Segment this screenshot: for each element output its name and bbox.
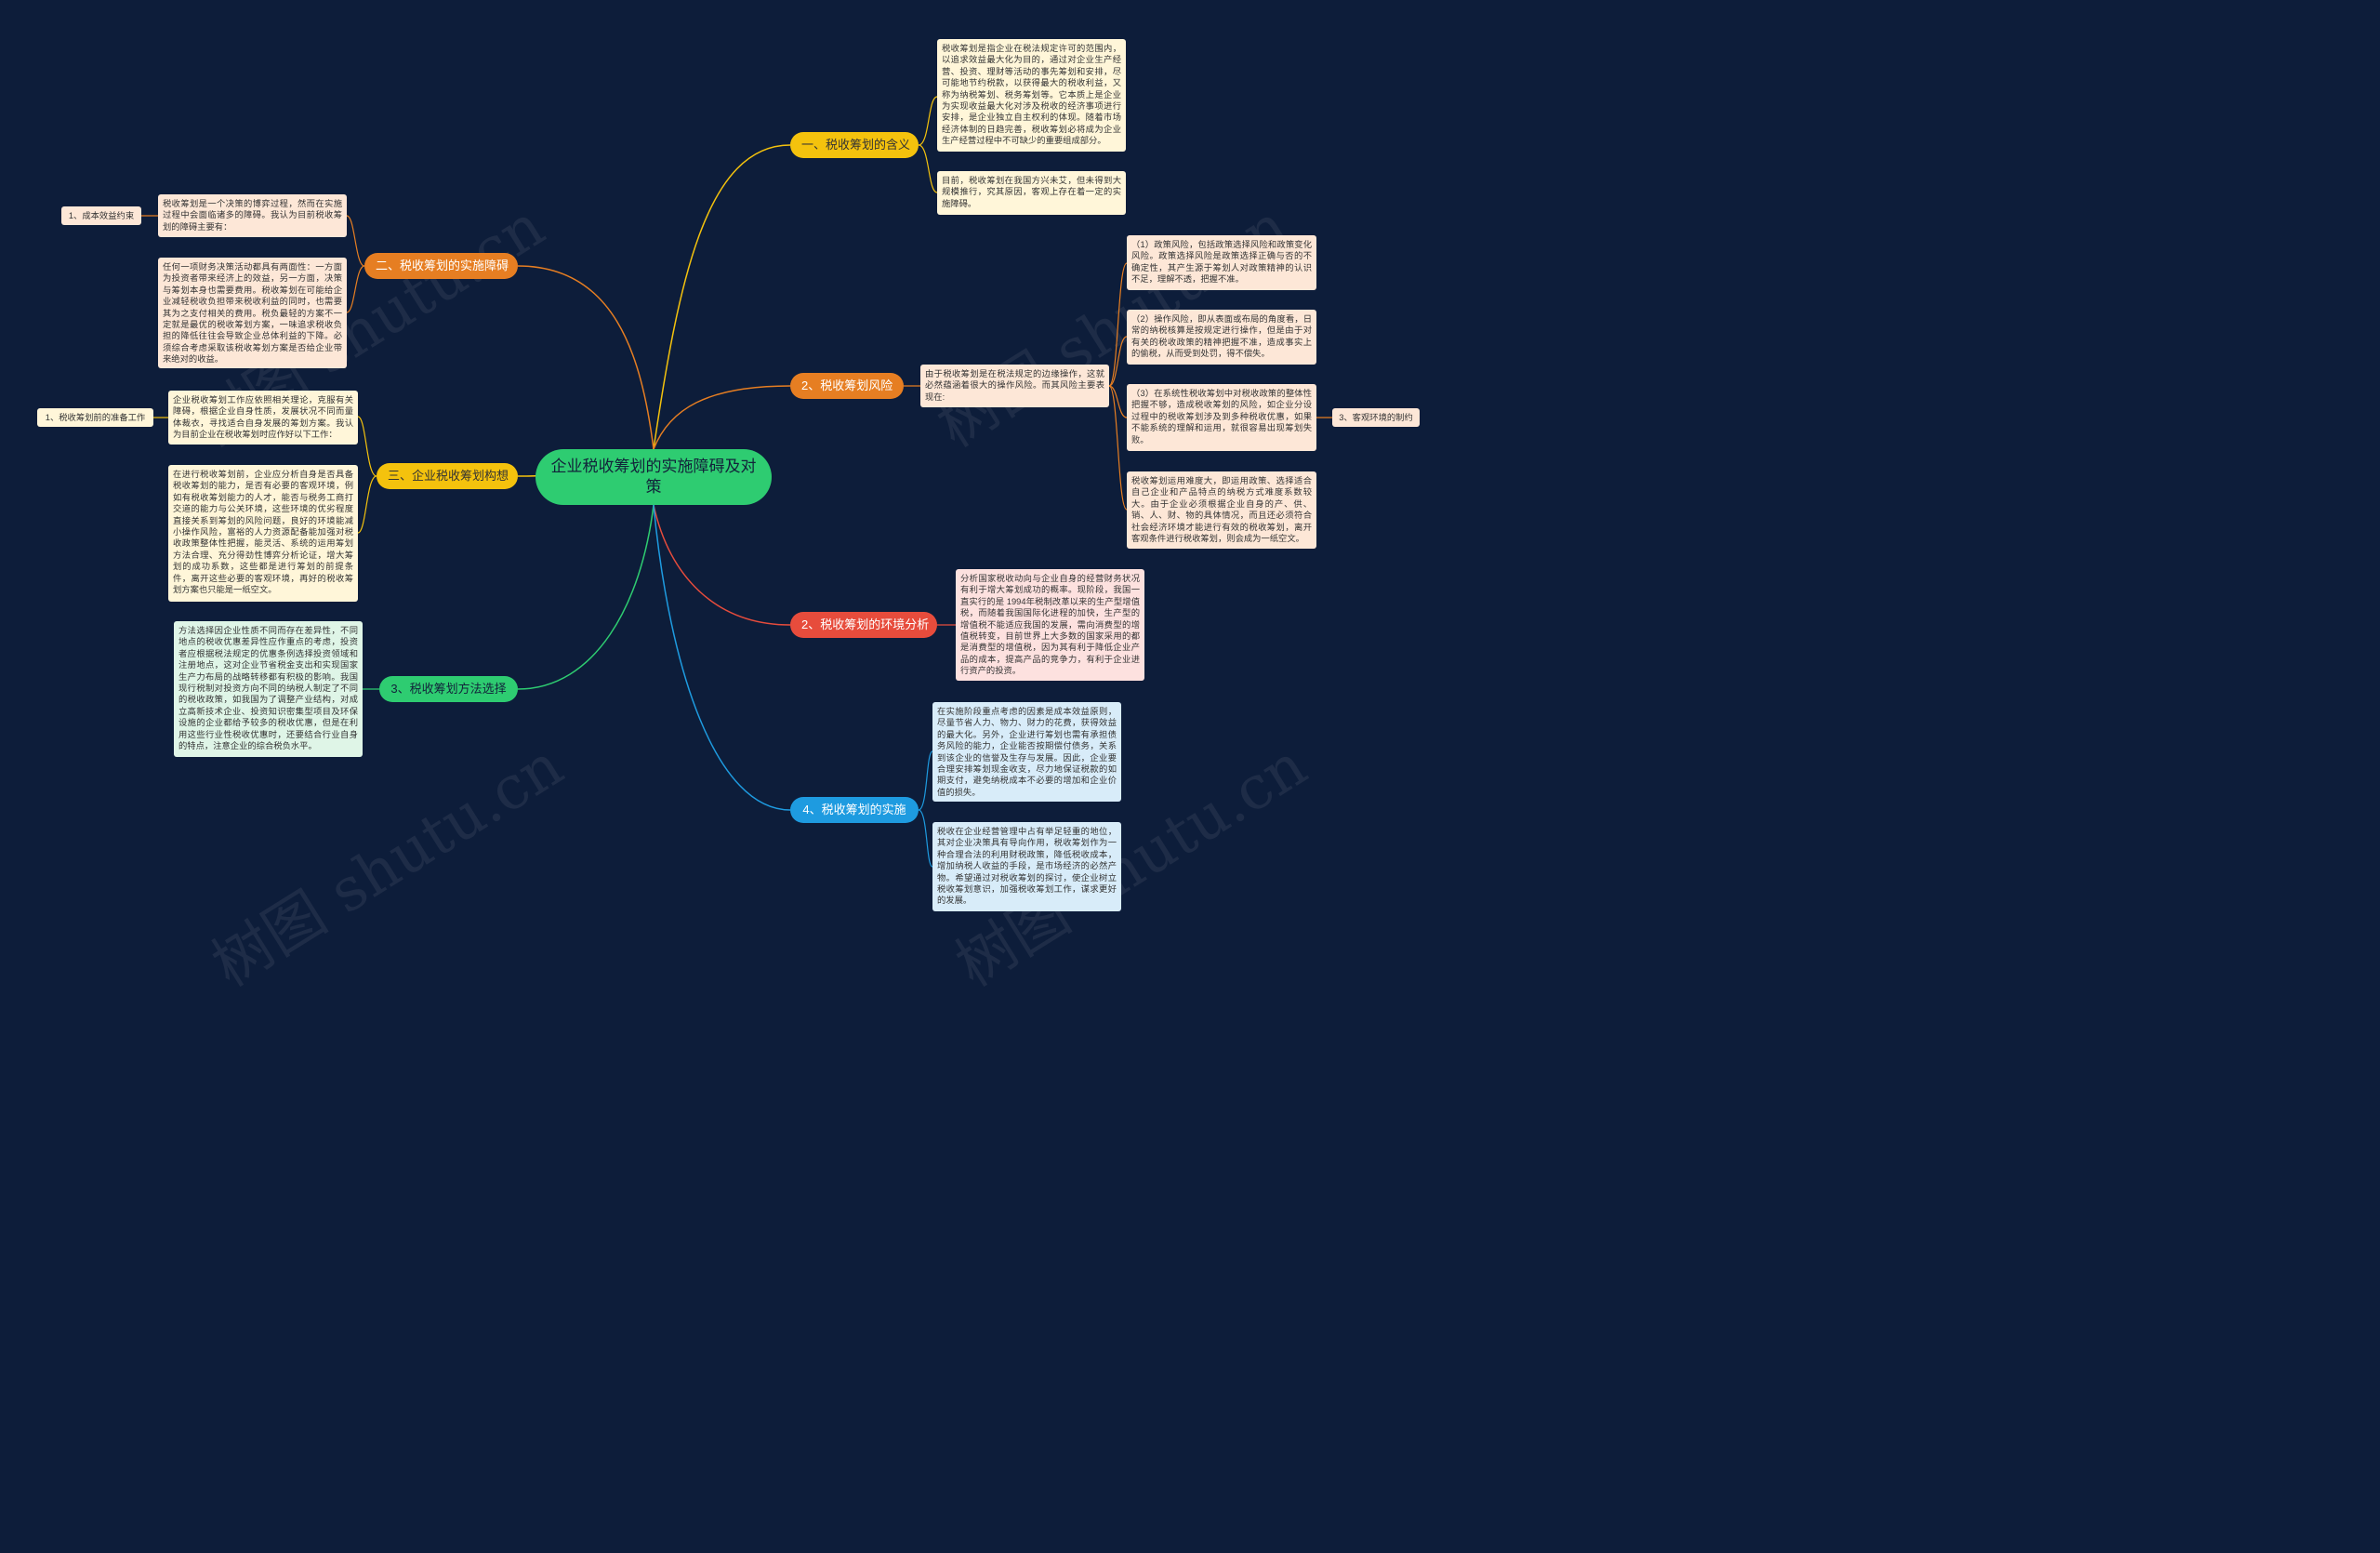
note-obstacles-intro[interactable]: 税收筹划是一个决策的博弈过程，然而在实施过程中会面临诸多的障碍。我认为目前税收筹… — [158, 194, 347, 237]
note-implementation-conclusion[interactable]: 税收在企业经营管理中占有举足轻重的地位，其对企业决策具有导向作用，税收筹划作为一… — [932, 822, 1121, 911]
leaf-preparation-work[interactable]: 1、税收筹划前的准备工作 — [37, 408, 153, 427]
link-b2-n2b — [346, 265, 365, 313]
note-risk-difficulty[interactable]: 税收筹划运用难度大，即运用政策、选择适合自己企业和产品特点的纳税方式难度系数较大… — [1127, 471, 1316, 549]
note-obstacles-cost[interactable]: 任何一项财务决策活动都具有两面性：一方面为投资者带来经济上的效益，另一方面，决策… — [158, 258, 347, 368]
mindmap-canvas: 树图 shutu.cn 树图 shutu.cn 树图 shutu.cn 树图 s… — [0, 0, 1458, 1001]
branch-tax-planning-risk[interactable]: 2、税收筹划风险 — [790, 373, 904, 399]
branch-method-selection[interactable]: 3、税收筹划方法选择 — [379, 676, 518, 702]
link-n3-n3d — [1108, 385, 1128, 511]
link-b1-n1b — [918, 144, 938, 193]
note-risk-systemic[interactable]: （3）在系统性税收筹划中对税收政策的整体性把握不够，造成税收筹划的风险，如企业分… — [1127, 384, 1316, 451]
note-concept-preparation[interactable]: 在进行税收筹划前，企业应分析自身是否具备税收筹划的能力，是否有必要的客观环境，例… — [168, 465, 358, 602]
link-b2-n2a — [346, 215, 365, 267]
link-root-b6 — [517, 504, 654, 690]
leaf-objective-environment[interactable]: 3、客观环境的制约 — [1332, 408, 1420, 427]
link-b7-n7b — [918, 809, 933, 868]
note-environment-analysis[interactable]: 分析国家税收动向与企业自身的经营财务状况有利于增大筹划成功的概率。现阶段，我国一… — [956, 569, 1144, 681]
link-n3-n3c — [1108, 385, 1128, 418]
note-meaning-status[interactable]: 目前，税收筹划在我国方兴未艾，但未得到大规模推行，究其原因，客观上存在着一定的实… — [937, 171, 1126, 215]
link-root-b7 — [653, 504, 791, 811]
connector-lines — [141, 96, 1332, 868]
note-risk-operation[interactable]: （2）操作风险，即从表面或布局的角度看，日常的纳税核算是按规定进行操作，但是由于… — [1127, 310, 1316, 365]
link-b4-n4a — [357, 416, 377, 477]
link-b4-n4b — [357, 475, 377, 534]
link-root-b2 — [517, 265, 654, 450]
link-root-b5 — [653, 504, 791, 626]
link-n3-n3a — [1108, 262, 1128, 387]
link-b7-n7a — [918, 750, 933, 811]
branch-tax-planning-meaning[interactable]: 一、税收筹划的含义 — [790, 132, 919, 158]
note-method-selection[interactable]: 方法选择因企业性质不同而存在差异性，不同地点的税收优惠差异性应作重点的考虑，投资… — [174, 621, 363, 757]
branch-implementation-obstacles[interactable]: 二、税收筹划的实施障碍 — [364, 253, 518, 279]
branch-environment-analysis[interactable]: 2、税收筹划的环境分析 — [790, 612, 937, 638]
link-n3-n3b — [1108, 336, 1128, 387]
root-topic[interactable]: 企业税收筹划的实施障碍及对策 — [536, 449, 772, 505]
note-concept-intro[interactable]: 企业税收筹划工作应依照相关理论，克服有关障碍，根据企业自身性质，发展状况不同而量… — [168, 391, 358, 445]
note-risk-intro[interactable]: 由于税收筹划是在税法规定的边缘操作，这就必然蕴涵着很大的操作风险。而其风险主要表… — [920, 365, 1109, 407]
link-b1-n1a — [918, 96, 938, 146]
link-root-b1 — [653, 144, 791, 450]
leaf-cost-benefit-constraint[interactable]: 1、成本效益约束 — [61, 206, 141, 225]
note-implementation-cost[interactable]: 在实施阶段重点考虑的因素是成本效益原则，尽量节省人力、物力、财力的花费，获得效益… — [932, 702, 1121, 802]
branch-planning-concept[interactable]: 三、企业税收筹划构想 — [377, 463, 518, 489]
branch-implementation[interactable]: 4、税收筹划的实施 — [790, 797, 919, 823]
link-root-b3 — [653, 385, 791, 450]
note-meaning-definition[interactable]: 税收筹划是指企业在税法规定许可的范围内，以追求效益最大化为目的，通过对企业生产经… — [937, 39, 1126, 152]
note-risk-policy[interactable]: （1）政策风险，包括政策选择风险和政策变化风险。政策选择风险是政策选择正确与否的… — [1127, 235, 1316, 290]
